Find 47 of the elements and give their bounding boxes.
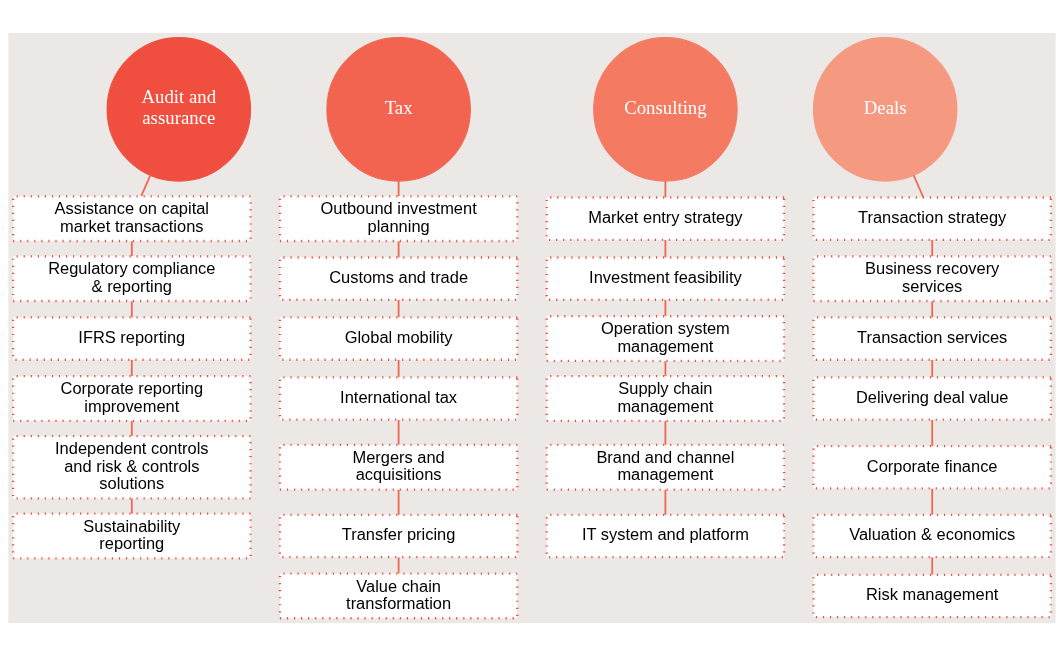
connector [130, 497, 133, 515]
node-box: Delivering deal value [812, 376, 1053, 421]
connector [130, 300, 133, 319]
connector [130, 420, 133, 437]
connector [397, 488, 400, 516]
node-box: Customs and trade [278, 256, 519, 301]
node-box: Corporate reporting improvement [11, 375, 252, 423]
node-box: Independent controls and risk & controls solutions [11, 434, 252, 500]
node-box: Valuation & economics [812, 513, 1053, 559]
connector [931, 556, 934, 576]
node-box: International tax [278, 376, 519, 421]
connector [130, 359, 133, 377]
node-box: Corporate finance [812, 444, 1053, 490]
node-box: Transaction strategy [812, 196, 1053, 242]
node-box: Business recovery services [812, 255, 1053, 303]
node-circle: Tax [326, 37, 471, 182]
node-box: Regulatory compliance & reporting [11, 255, 252, 303]
connector [397, 419, 400, 446]
connector [664, 420, 667, 446]
connector [931, 300, 934, 319]
node-box: Investment feasibility [545, 256, 786, 301]
node-box: Risk management [812, 573, 1053, 619]
node-box: Supply chain management [545, 375, 786, 423]
node-box: Brand and channel management [545, 443, 786, 491]
node-box: Assistance on capital market transactions [11, 195, 252, 243]
node-box: Market entry strategy [545, 196, 786, 242]
node-circle: Consulting [593, 37, 738, 182]
node-box: IFRS reporting [11, 316, 252, 361]
node-box: Outbound investment planning [278, 195, 519, 243]
node-box: Global mobility [278, 316, 519, 361]
node-box: Transaction services [812, 316, 1053, 361]
node-circle: Audit and assurance [106, 37, 252, 182]
node-box: Operation system management [545, 315, 786, 363]
node-box: IT system and platform [545, 513, 786, 559]
connector [140, 174, 152, 197]
connector [931, 419, 934, 447]
node-circle: Deals [812, 37, 958, 182]
connector [912, 174, 925, 199]
node-box: Mergers and acquisitions [278, 443, 519, 491]
node-box: Value chain transformation [278, 572, 519, 620]
node-box: Sustainability reporting [11, 512, 252, 560]
connector [664, 488, 667, 516]
connector [130, 240, 133, 258]
node-box: Transfer pricing [278, 513, 519, 559]
connector [931, 239, 934, 257]
connector [931, 487, 934, 516]
connector [931, 359, 934, 378]
